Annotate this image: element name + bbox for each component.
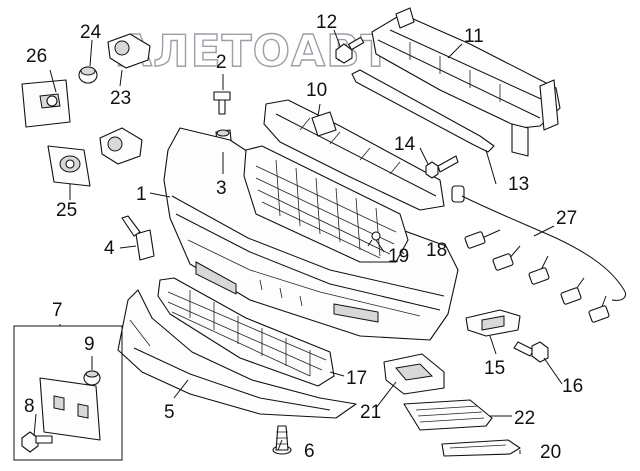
callout-3: 3	[216, 178, 227, 199]
leader-lines	[33, 29, 563, 454]
callout-22: 22	[514, 408, 535, 429]
part-16-bolt	[513, 341, 549, 363]
callout-14: 14	[394, 134, 416, 155]
callout-26: 26	[26, 46, 47, 67]
part-24-cap	[78, 66, 98, 84]
part-13-strip	[351, 69, 495, 153]
callout-2: 2	[216, 52, 227, 73]
callout-1: 1	[136, 184, 147, 205]
callout-12: 12	[316, 12, 337, 33]
part-21-bracket	[383, 353, 445, 395]
part-23-sensor-lower	[99, 127, 143, 165]
callout-11: 11	[464, 26, 484, 47]
callout-4: 4	[104, 238, 115, 259]
callout-10: 10	[306, 80, 327, 101]
part-23-sensor-upper	[107, 33, 151, 69]
part-4-bracket	[121, 215, 155, 261]
callout-18: 18	[426, 240, 447, 261]
callout-5: 5	[164, 402, 175, 423]
part-17-lower-grille	[157, 277, 335, 387]
callout-27: 27	[556, 208, 577, 229]
part-8-screw	[21, 431, 53, 453]
part-18-grille	[243, 145, 409, 263]
callout-8: 8	[24, 396, 35, 417]
part-6-clip	[272, 425, 292, 455]
callout-16: 16	[562, 376, 583, 397]
callout-13: 13	[508, 174, 529, 195]
part-26-bracket	[21, 79, 71, 128]
callout-19: 19	[388, 246, 409, 267]
callout-9: 9	[84, 334, 95, 355]
callout-24: 24	[80, 22, 102, 43]
callout-15: 15	[484, 358, 505, 379]
part-22-cover	[403, 399, 493, 431]
part-20-trim	[441, 439, 521, 457]
callout-17: 17	[346, 368, 367, 389]
part-7-assembly-box	[13, 325, 123, 461]
callout-25: 25	[56, 200, 77, 221]
callout-6: 6	[304, 441, 315, 462]
part-27-harness	[451, 185, 626, 323]
part-15-bezel	[465, 309, 521, 337]
part-25-sensor-mount	[47, 145, 91, 187]
part-14-bolt	[425, 155, 459, 179]
part-9-plug	[83, 370, 101, 386]
callout-21: 21	[360, 402, 381, 423]
callout-numbers: 1 2 3 4 5 6 7 8 9 10 11 12 13 14 15 16 1…	[24, 12, 583, 463]
callout-7: 7	[52, 300, 63, 321]
callout-20: 20	[540, 442, 561, 463]
part-10-upper-bracket	[263, 99, 445, 211]
part-11-reinforcement	[371, 7, 561, 157]
part-5-spoiler	[117, 289, 357, 419]
part-12-bolt	[335, 36, 365, 64]
part-2-bolt	[213, 91, 231, 115]
callout-23: 23	[110, 88, 131, 109]
